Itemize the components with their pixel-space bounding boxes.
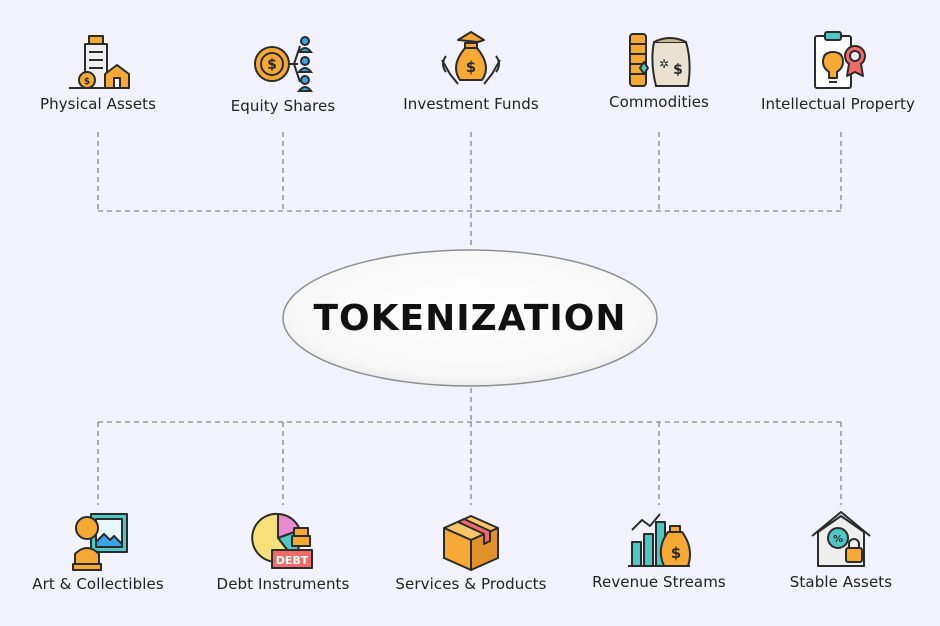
- svg-text:$: $: [84, 77, 90, 87]
- item-label: Services & Products: [395, 575, 547, 593]
- item-label: Investment Funds: [403, 95, 539, 113]
- item-stable-assets: % Stable Assets: [751, 508, 931, 591]
- item-label: Debt Instruments: [216, 575, 350, 593]
- svg-text:$: $: [673, 62, 683, 78]
- bust-painting-icon: [72, 513, 128, 571]
- coin-network-icon: $: [254, 36, 314, 92]
- item-intellectual-property: Intellectual Property: [748, 30, 928, 113]
- tokenization-node: TOKENIZATION: [281, 248, 659, 388]
- box-icon: [443, 515, 499, 571]
- svg-text:$: $: [466, 58, 476, 76]
- svg-text:$: $: [267, 57, 277, 73]
- house-lock-icon: %: [811, 511, 871, 567]
- svg-text:$: $: [671, 544, 681, 562]
- item-debt-instruments: DEBT Debt Instruments: [193, 510, 373, 593]
- item-revenue-streams: $ Revenue Streams: [569, 508, 749, 591]
- item-label: Commodities: [609, 93, 709, 111]
- chart-moneybag-icon: $: [628, 513, 691, 567]
- item-label: Intellectual Property: [761, 95, 915, 113]
- item-label: Stable Assets: [789, 573, 893, 591]
- pie-debt-icon: DEBT: [251, 512, 313, 569]
- certificate-bulb-icon: [814, 31, 866, 89]
- money-bag-hands-icon: $: [441, 31, 501, 85]
- item-label: Equity Shares: [230, 97, 336, 115]
- item-commodities: $ ✲ Commodities: [569, 28, 749, 111]
- item-label: Physical Assets: [39, 95, 157, 113]
- svg-text:DEBT: DEBT: [276, 554, 309, 567]
- item-label: Revenue Streams: [592, 573, 726, 591]
- tokenization-title: TOKENIZATION: [313, 297, 627, 339]
- svg-text:✲: ✲: [659, 57, 669, 71]
- item-art-collectibles: Art & Collectibles: [8, 510, 188, 593]
- item-label: Art & Collectibles: [32, 575, 164, 593]
- building-house-icon: $: [69, 35, 130, 89]
- item-investment-funds: $ Investment Funds: [381, 30, 561, 113]
- coins-sack-icon: $ ✲: [629, 33, 691, 87]
- svg-text:%: %: [833, 534, 843, 545]
- item-physical-assets: $ Physical Assets: [8, 30, 188, 113]
- item-services-products: Services & Products: [381, 510, 561, 593]
- item-equity-shares: $ Equity Shares: [193, 32, 373, 115]
